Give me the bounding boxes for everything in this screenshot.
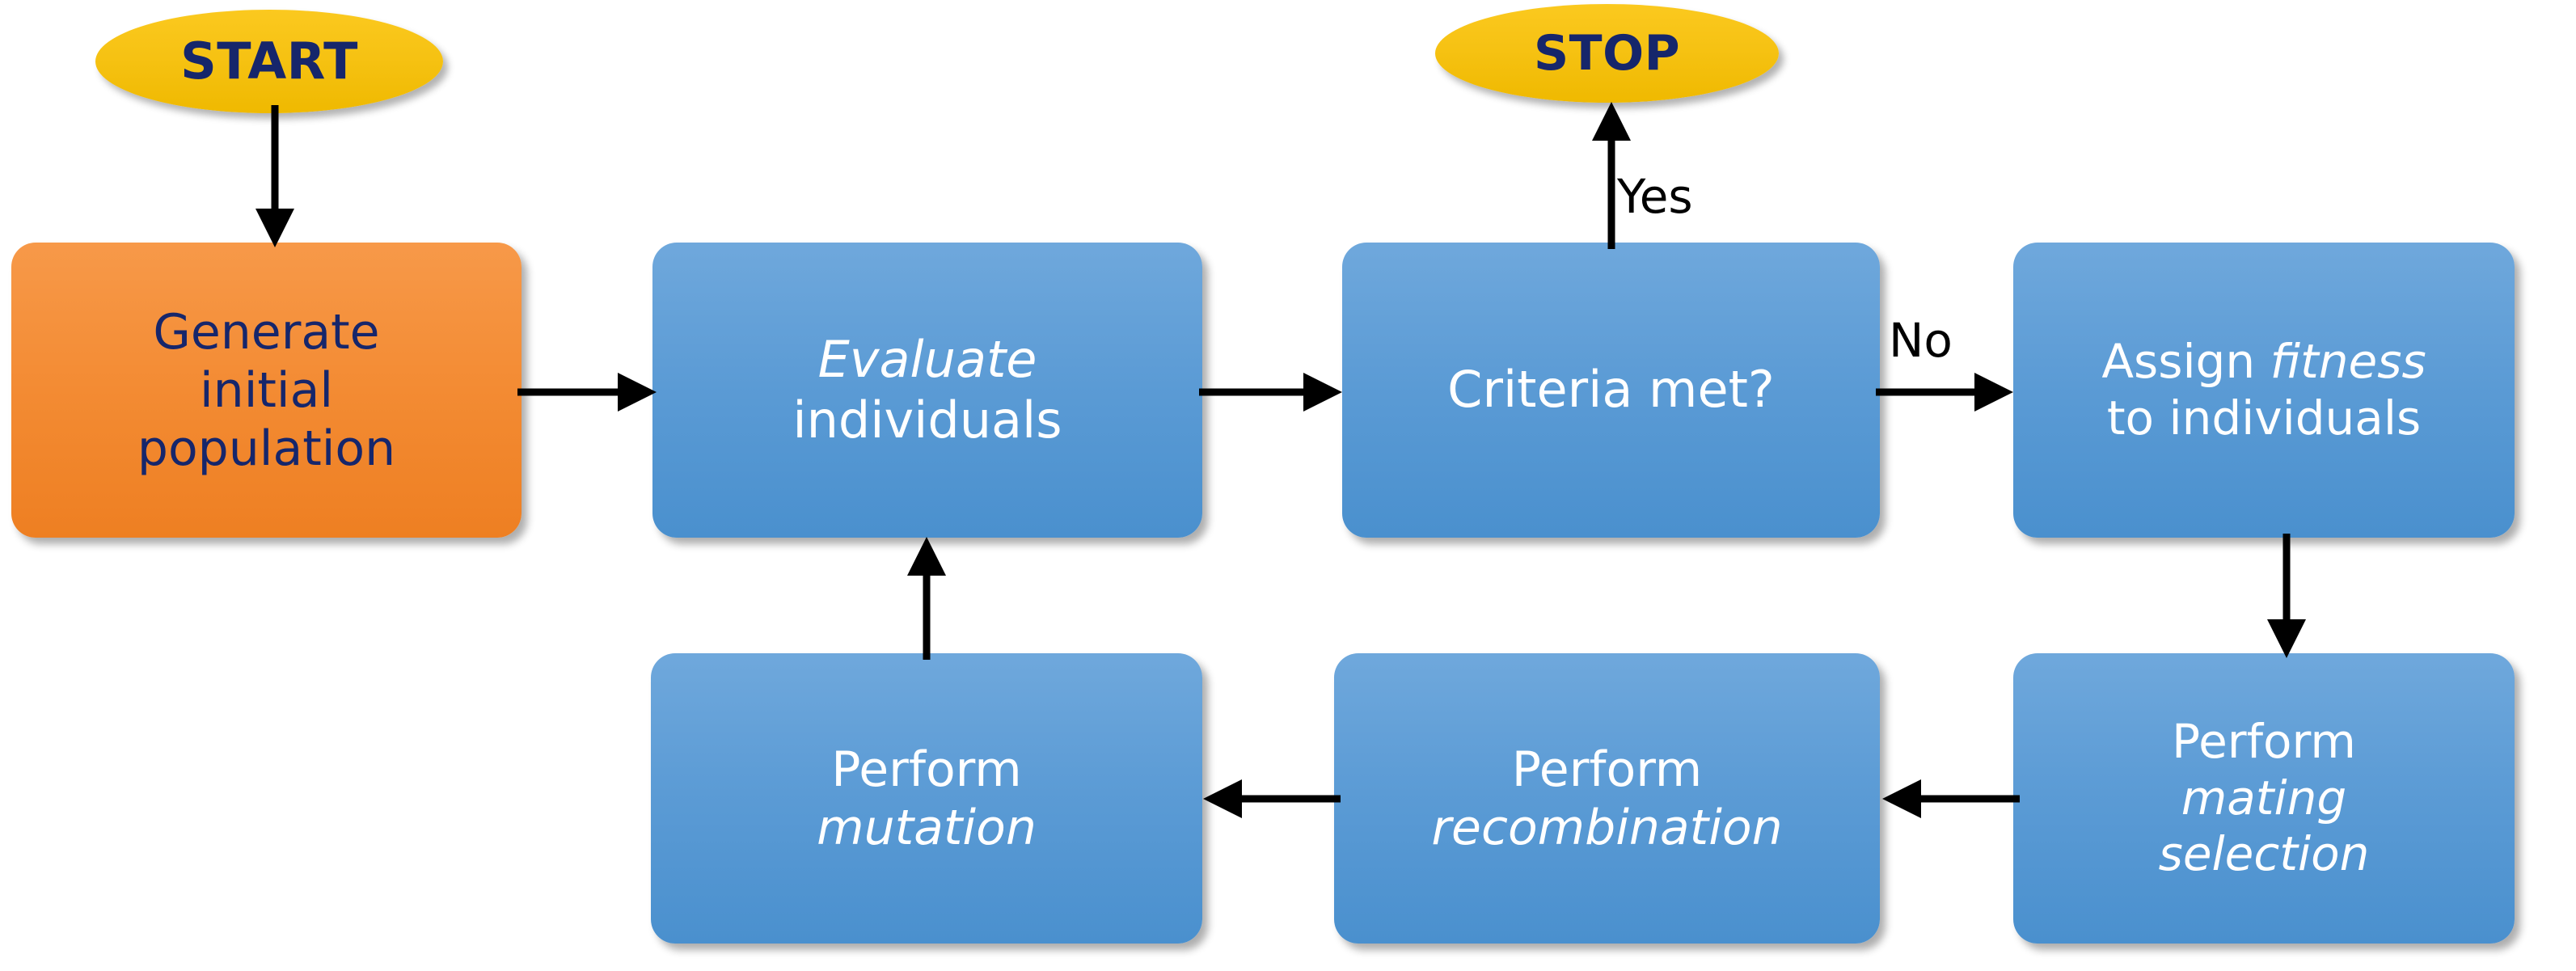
edge-evaluate-to-criteria bbox=[1199, 368, 1349, 416]
edge-recombination-to-mutation bbox=[1197, 775, 1341, 823]
node-start-label: START bbox=[180, 32, 358, 91]
node-generate-line2: initial bbox=[200, 361, 333, 419]
edge-criteria-to-stop bbox=[1587, 95, 1636, 249]
edge-assign-fitness-to-mating-selection bbox=[2262, 534, 2311, 661]
node-evaluate-line1: Evaluate bbox=[817, 330, 1037, 390]
node-start[interactable]: START bbox=[95, 10, 443, 113]
node-mating-line1: Perform bbox=[2172, 714, 2356, 770]
node-assign-fitness-line2: to individuals bbox=[2106, 390, 2422, 445]
node-perform-mutation-line2: mutation bbox=[817, 799, 1037, 856]
node-mating-line2: mating bbox=[2181, 770, 2347, 825]
edge-mating-selection-to-recombination bbox=[1876, 775, 2020, 823]
node-generate-line1: Generate bbox=[153, 303, 380, 361]
edge-label-no: No bbox=[1889, 313, 1953, 368]
edge-criteria-to-assign-fitness bbox=[1876, 368, 2020, 416]
edge-generate-to-evaluate bbox=[517, 368, 663, 416]
node-assign-fitness-line1-italic: fitness bbox=[2270, 333, 2426, 389]
node-criteria-met[interactable]: Criteria met? bbox=[1342, 243, 1880, 538]
node-mating-line3: selection bbox=[2158, 826, 2370, 882]
edge-start-to-generate bbox=[251, 105, 299, 251]
node-stop[interactable]: STOP bbox=[1435, 4, 1779, 103]
node-assign-fitness-line1-pre: Assign bbox=[2101, 333, 2270, 389]
node-perform-mutation-line1: Perform bbox=[831, 741, 1022, 798]
node-evaluate-line2: individuals bbox=[792, 390, 1062, 450]
edge-mutation-to-evaluate bbox=[902, 532, 951, 660]
edge-label-yes: Yes bbox=[1617, 169, 1693, 224]
node-perform-recombination-line2: recombination bbox=[1431, 799, 1783, 856]
node-generate-line3: population bbox=[137, 420, 396, 477]
node-stop-label: STOP bbox=[1533, 25, 1681, 82]
node-perform-recombination-line1: Perform bbox=[1511, 741, 1703, 798]
node-criteria-label: Criteria met? bbox=[1447, 360, 1775, 420]
